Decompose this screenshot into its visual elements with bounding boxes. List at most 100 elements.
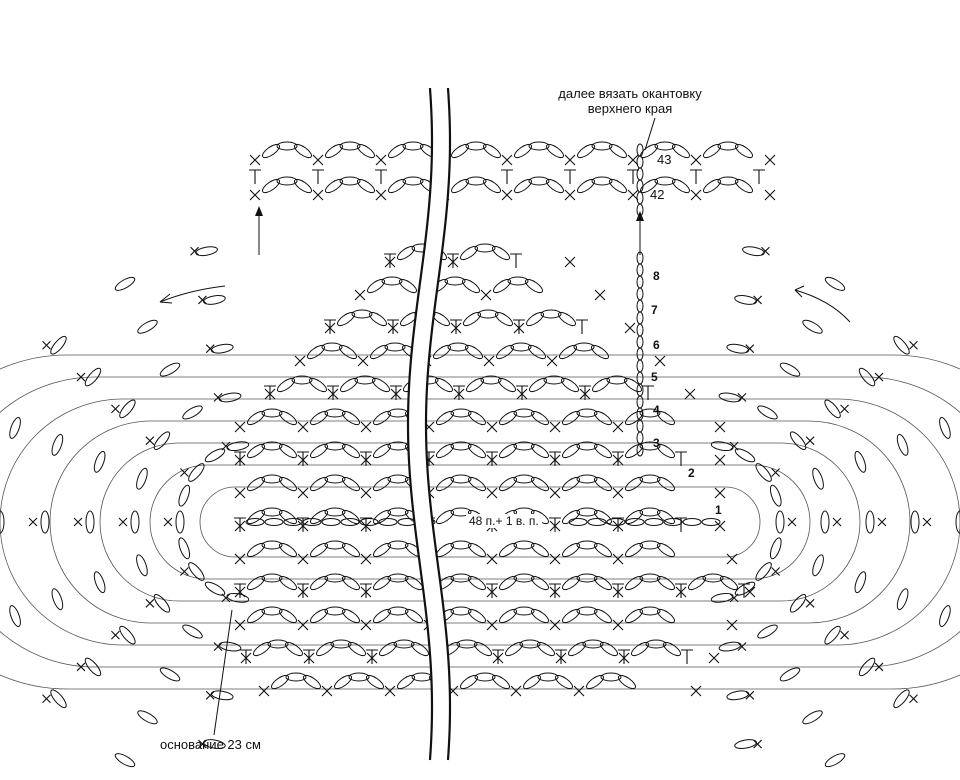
single-crochet-symbol bbox=[375, 154, 387, 166]
chain-stitch bbox=[527, 344, 547, 360]
single-crochet-symbol bbox=[321, 685, 333, 697]
chain-stitch bbox=[755, 463, 772, 482]
chain-stitch bbox=[435, 410, 455, 426]
chain-stitch bbox=[432, 344, 452, 360]
base-size-label: основание 23 см bbox=[160, 737, 261, 752]
chain-stitch bbox=[513, 408, 535, 418]
double-crochet-symbol bbox=[513, 319, 525, 334]
double-crochet-symbol bbox=[549, 517, 561, 532]
chain-stitch bbox=[639, 573, 661, 583]
chain-stitch bbox=[387, 507, 409, 517]
chain-stitch bbox=[84, 657, 102, 677]
chain-stitch bbox=[639, 408, 661, 418]
chain-stitch bbox=[543, 375, 565, 385]
base-leader-line bbox=[213, 609, 233, 736]
single-crochet-symbol bbox=[205, 344, 215, 354]
single-crochet-symbol bbox=[249, 154, 261, 166]
chain-stitch bbox=[576, 408, 598, 418]
chain-stitch bbox=[283, 518, 303, 526]
chain-stitch bbox=[636, 287, 644, 301]
single-crochet-symbol bbox=[744, 586, 756, 598]
single-crochet-symbol bbox=[612, 487, 624, 499]
chain-stitch bbox=[336, 311, 356, 327]
chain-stitch bbox=[662, 641, 682, 657]
chain-stitch bbox=[734, 178, 754, 194]
chain-stitch bbox=[702, 178, 722, 194]
chain-stitch bbox=[606, 375, 628, 385]
chain-stitch bbox=[513, 441, 535, 451]
chain-stitch bbox=[278, 443, 298, 459]
single-crochet-symbol bbox=[190, 246, 199, 256]
chain-stitch bbox=[188, 562, 205, 581]
double-crochet-symbol bbox=[312, 169, 324, 184]
chain-stitch bbox=[278, 509, 298, 525]
chain-stitch bbox=[636, 167, 644, 181]
chain-stitch bbox=[491, 674, 511, 690]
chain-stitch bbox=[435, 443, 455, 459]
single-crochet-symbol bbox=[690, 154, 702, 166]
chain-stitch bbox=[775, 510, 785, 534]
chain-stitch bbox=[593, 476, 613, 492]
row-number-3: 3 bbox=[653, 436, 660, 450]
chain-stitch bbox=[513, 573, 535, 583]
single-crochet-symbol bbox=[179, 567, 189, 576]
chain-stitch bbox=[333, 674, 353, 690]
chain-stitch bbox=[865, 510, 875, 534]
chain-stitch bbox=[474, 243, 496, 253]
chain-stitch bbox=[371, 377, 391, 393]
chain-stitch bbox=[285, 672, 307, 682]
chain-stitch bbox=[467, 443, 487, 459]
chain-stitch bbox=[530, 575, 550, 591]
chain-stitch bbox=[467, 542, 487, 558]
chain-stitch bbox=[513, 606, 535, 616]
single-crochet-symbol bbox=[480, 289, 492, 301]
chain-stitch bbox=[324, 474, 346, 484]
chain-stitch bbox=[742, 246, 765, 257]
chain-stitch bbox=[309, 608, 329, 624]
chain-stitch bbox=[85, 510, 95, 534]
row-number-8: 8 bbox=[653, 269, 660, 283]
chain-stitch bbox=[507, 276, 529, 286]
oval-round-outline bbox=[149, 464, 811, 580]
chain-stitch bbox=[498, 443, 518, 459]
chain-stitch bbox=[372, 509, 392, 525]
chain-stitch bbox=[482, 143, 502, 159]
chain-stitch bbox=[593, 410, 613, 426]
chain-stitch bbox=[858, 657, 876, 677]
chain-stitch bbox=[372, 542, 392, 558]
chain-stitch bbox=[593, 608, 613, 624]
single-crochet-symbol bbox=[360, 619, 372, 631]
chain-stitch bbox=[276, 377, 296, 393]
chain-stitch bbox=[779, 667, 801, 682]
double-crochet-symbol bbox=[384, 253, 396, 268]
chain-stitch bbox=[561, 575, 581, 591]
double-crochet-symbol bbox=[492, 649, 504, 664]
chain-stitch bbox=[513, 474, 535, 484]
chain-stitch bbox=[278, 542, 298, 558]
chain-stitch bbox=[636, 263, 644, 277]
single-crochet-symbol bbox=[546, 355, 558, 367]
single-crochet-symbol bbox=[360, 487, 372, 499]
chain-stitch bbox=[896, 588, 909, 611]
chain-stitch bbox=[302, 518, 322, 526]
chain-stitch bbox=[593, 509, 613, 525]
row-number-42: 42 bbox=[650, 187, 665, 202]
single-crochet-symbol bbox=[761, 246, 770, 256]
single-crochet-symbol bbox=[145, 598, 155, 608]
chain-stitch bbox=[624, 410, 644, 426]
chain-stitch bbox=[136, 467, 148, 490]
chain-stitch bbox=[178, 537, 191, 560]
chain-stitch bbox=[757, 624, 778, 639]
chain-stitch bbox=[561, 608, 581, 624]
chain-stitch bbox=[498, 410, 518, 426]
oval-round-guides bbox=[0, 354, 960, 690]
chain-stitch bbox=[606, 518, 626, 526]
chain-stitch bbox=[278, 608, 298, 624]
chain-stitch bbox=[393, 639, 415, 649]
chain-stitch bbox=[351, 309, 373, 319]
double-crochet-symbol bbox=[450, 319, 462, 334]
chain-stitch bbox=[324, 178, 344, 194]
single-crochet-symbol bbox=[745, 690, 755, 700]
chain-stitch bbox=[636, 431, 644, 445]
chain-stitch bbox=[624, 542, 644, 558]
